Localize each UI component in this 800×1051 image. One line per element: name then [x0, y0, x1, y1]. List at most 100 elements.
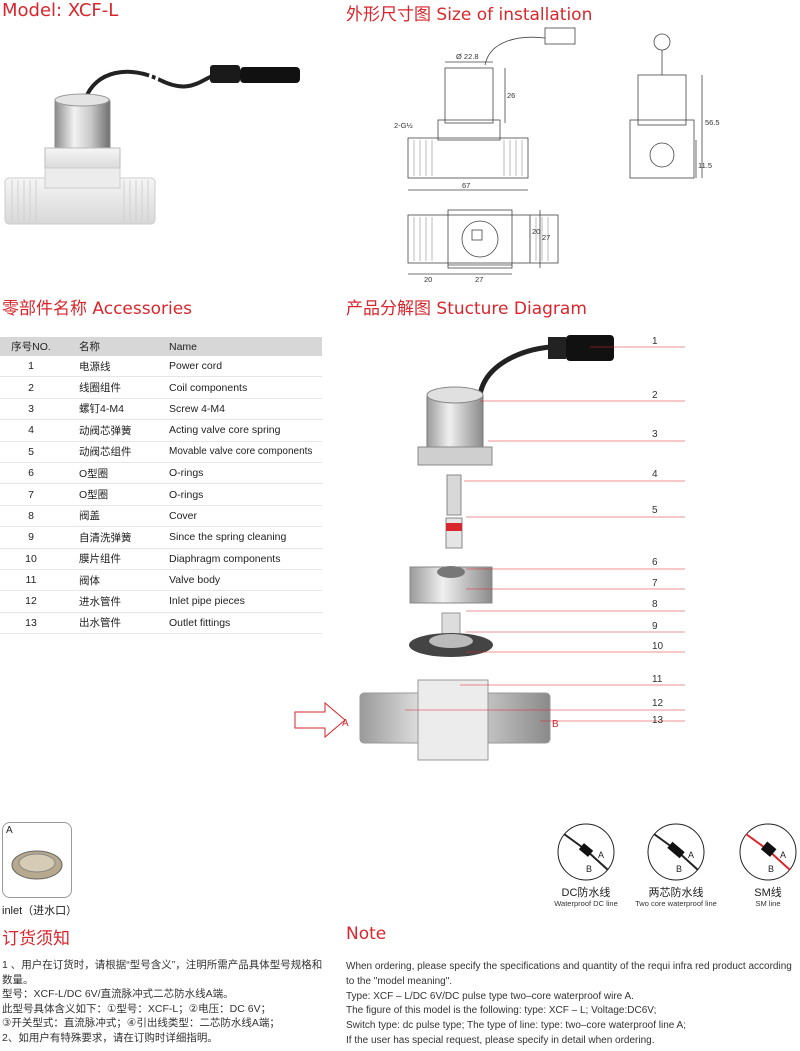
row-no: 4	[0, 419, 62, 442]
part-label-5: 5	[652, 505, 658, 516]
inlet-box: A	[2, 822, 72, 898]
structure-title: 产品分解图 Stucture Diagram	[346, 299, 587, 319]
size-title: 外形尺寸图 Size of installation	[346, 5, 593, 25]
wire-types: A B DC防水线 Waterproof DC line A B 两芯防水线 T…	[552, 822, 800, 922]
row-cn-name: 出水管件	[62, 612, 169, 635]
wire-dc-sub: Waterproof DC line	[554, 899, 618, 908]
row-no: 7	[0, 483, 62, 506]
row-no: 11	[0, 569, 62, 592]
part-label-13: 13	[652, 715, 664, 726]
row-cn-name: 电源线	[62, 356, 169, 378]
row-no: 1	[0, 356, 62, 378]
note-line-3: The figure of this model is the followin…	[346, 1005, 657, 1017]
part-label-7: 7	[652, 578, 658, 589]
inlet-tag: A	[6, 825, 13, 836]
row-cn-name: 线圈组件	[62, 376, 169, 399]
row-cn-name: 螺钉4-M4	[62, 398, 169, 421]
dim-height-coil: 26	[507, 91, 515, 100]
row-no: 9	[0, 526, 62, 549]
dim-center-height: 11.5	[698, 161, 712, 170]
order-line-4: ③开关型式：直流脉冲式；④引出线类型：二芯防水线A端；	[2, 1017, 280, 1030]
order-line-3: 此型号具体含义如下：①型号：XCF-L；②电压：DC 6V；	[2, 1002, 272, 1015]
row-name: Acting valve core spring	[169, 419, 322, 442]
filter-screen-icon	[11, 850, 63, 880]
part-label-8: 8	[652, 599, 658, 610]
row-no: 5	[0, 441, 62, 463]
wire-dc-end-a: A	[598, 850, 605, 860]
dim-width-inner: 20	[532, 227, 540, 236]
row-no: 10	[0, 548, 62, 570]
row-name: O-rings	[169, 462, 322, 485]
row-no: 13	[0, 612, 62, 635]
part-label-9: 9	[652, 621, 658, 632]
row-name: Outlet fittings	[169, 612, 322, 635]
installation-drawing: Ø 22.8 26 2-G½ 67 56.5 11.5 20 27 20 27	[394, 27, 720, 284]
dim-width-outer: 27	[542, 233, 550, 242]
note-line-5: If the user has special request, please …	[346, 1034, 655, 1046]
wire-sm-sub: SM line	[755, 899, 781, 908]
wire-dc-name: DC防水线	[561, 887, 611, 899]
row-cn-name: 阀体	[62, 569, 169, 592]
row-cn-name: 自清洗弹簧	[62, 526, 169, 549]
row-name: Power cord	[169, 356, 322, 378]
wire-two-core-sub: Two core waterproof line	[635, 899, 717, 908]
dim-thread: 2-G½	[394, 121, 414, 130]
row-cn-name: 膜片组件	[62, 548, 169, 570]
row-name: O-rings	[169, 483, 322, 506]
row-name: Screw 4-M4	[169, 398, 322, 421]
part-label-4: 4	[652, 469, 658, 480]
part-label-3: 3	[652, 429, 658, 440]
order-line-5: 2、如用户有特殊要求，请在订购时详细指明。	[2, 1031, 218, 1044]
order-line-2: 型号：XCF-L/DC 6V/直流脉冲式二芯防水线A端。	[2, 988, 234, 1001]
row-no: 2	[0, 376, 62, 399]
row-name: Since the spring cleaning	[169, 526, 322, 549]
wire-sm-end-b: B	[768, 864, 775, 874]
col-header-cn-name: 名称	[62, 337, 169, 356]
sm-wire-icon	[739, 823, 797, 881]
table-header-row: 序号NO. 名称 Name	[0, 337, 322, 356]
row-name: Movable valve core components	[169, 441, 322, 463]
note-line-4: Switch type: dc pulse type; The type of …	[346, 1020, 686, 1032]
note-title: Note	[346, 924, 387, 944]
dim-diameter: Ø 22.8	[456, 52, 479, 61]
col-header-name: Name	[169, 337, 322, 356]
order-line-1: 1 、用户在订货时，请根据“型号含义”，注明所需产品具体型号规格和数量。	[2, 959, 323, 986]
part-label-2: 2	[652, 390, 658, 401]
wire-dc-end-b: B	[586, 864, 593, 874]
part-label-11: 11	[652, 674, 663, 685]
structure-diagram: A B 1 2 3 4 5 6 7 8 9 10 11 12 13	[294, 335, 685, 761]
order-notes-en: When ordering, please specify the specif…	[346, 960, 796, 1049]
row-name: Valve body	[169, 569, 322, 592]
wire-two-core-end-a: A	[688, 850, 695, 860]
row-cn-name: 动阀芯组件	[62, 441, 169, 463]
row-name: Cover	[169, 505, 322, 528]
row-no: 8	[0, 505, 62, 528]
row-cn-name: O型圈	[62, 483, 169, 506]
dim-length: 67	[462, 181, 470, 190]
part-label-12: 12	[652, 698, 664, 709]
row-name: Coil components	[169, 376, 322, 399]
accessories-title: 零部件名称 Accessories	[2, 299, 193, 319]
row-cn-name: O型圈	[62, 462, 169, 485]
row-cn-name: 动阀芯弹簧	[62, 419, 169, 442]
wire-two-core-end-b: B	[676, 864, 683, 874]
part-label-1: 1	[652, 336, 658, 347]
wire-two-core-name: 两芯防水线	[648, 887, 704, 899]
row-no: 6	[0, 462, 62, 485]
row-no: 12	[0, 590, 62, 613]
inlet-caption: inlet（进水口）	[2, 905, 78, 917]
dim-total-height: 56.5	[705, 118, 720, 127]
